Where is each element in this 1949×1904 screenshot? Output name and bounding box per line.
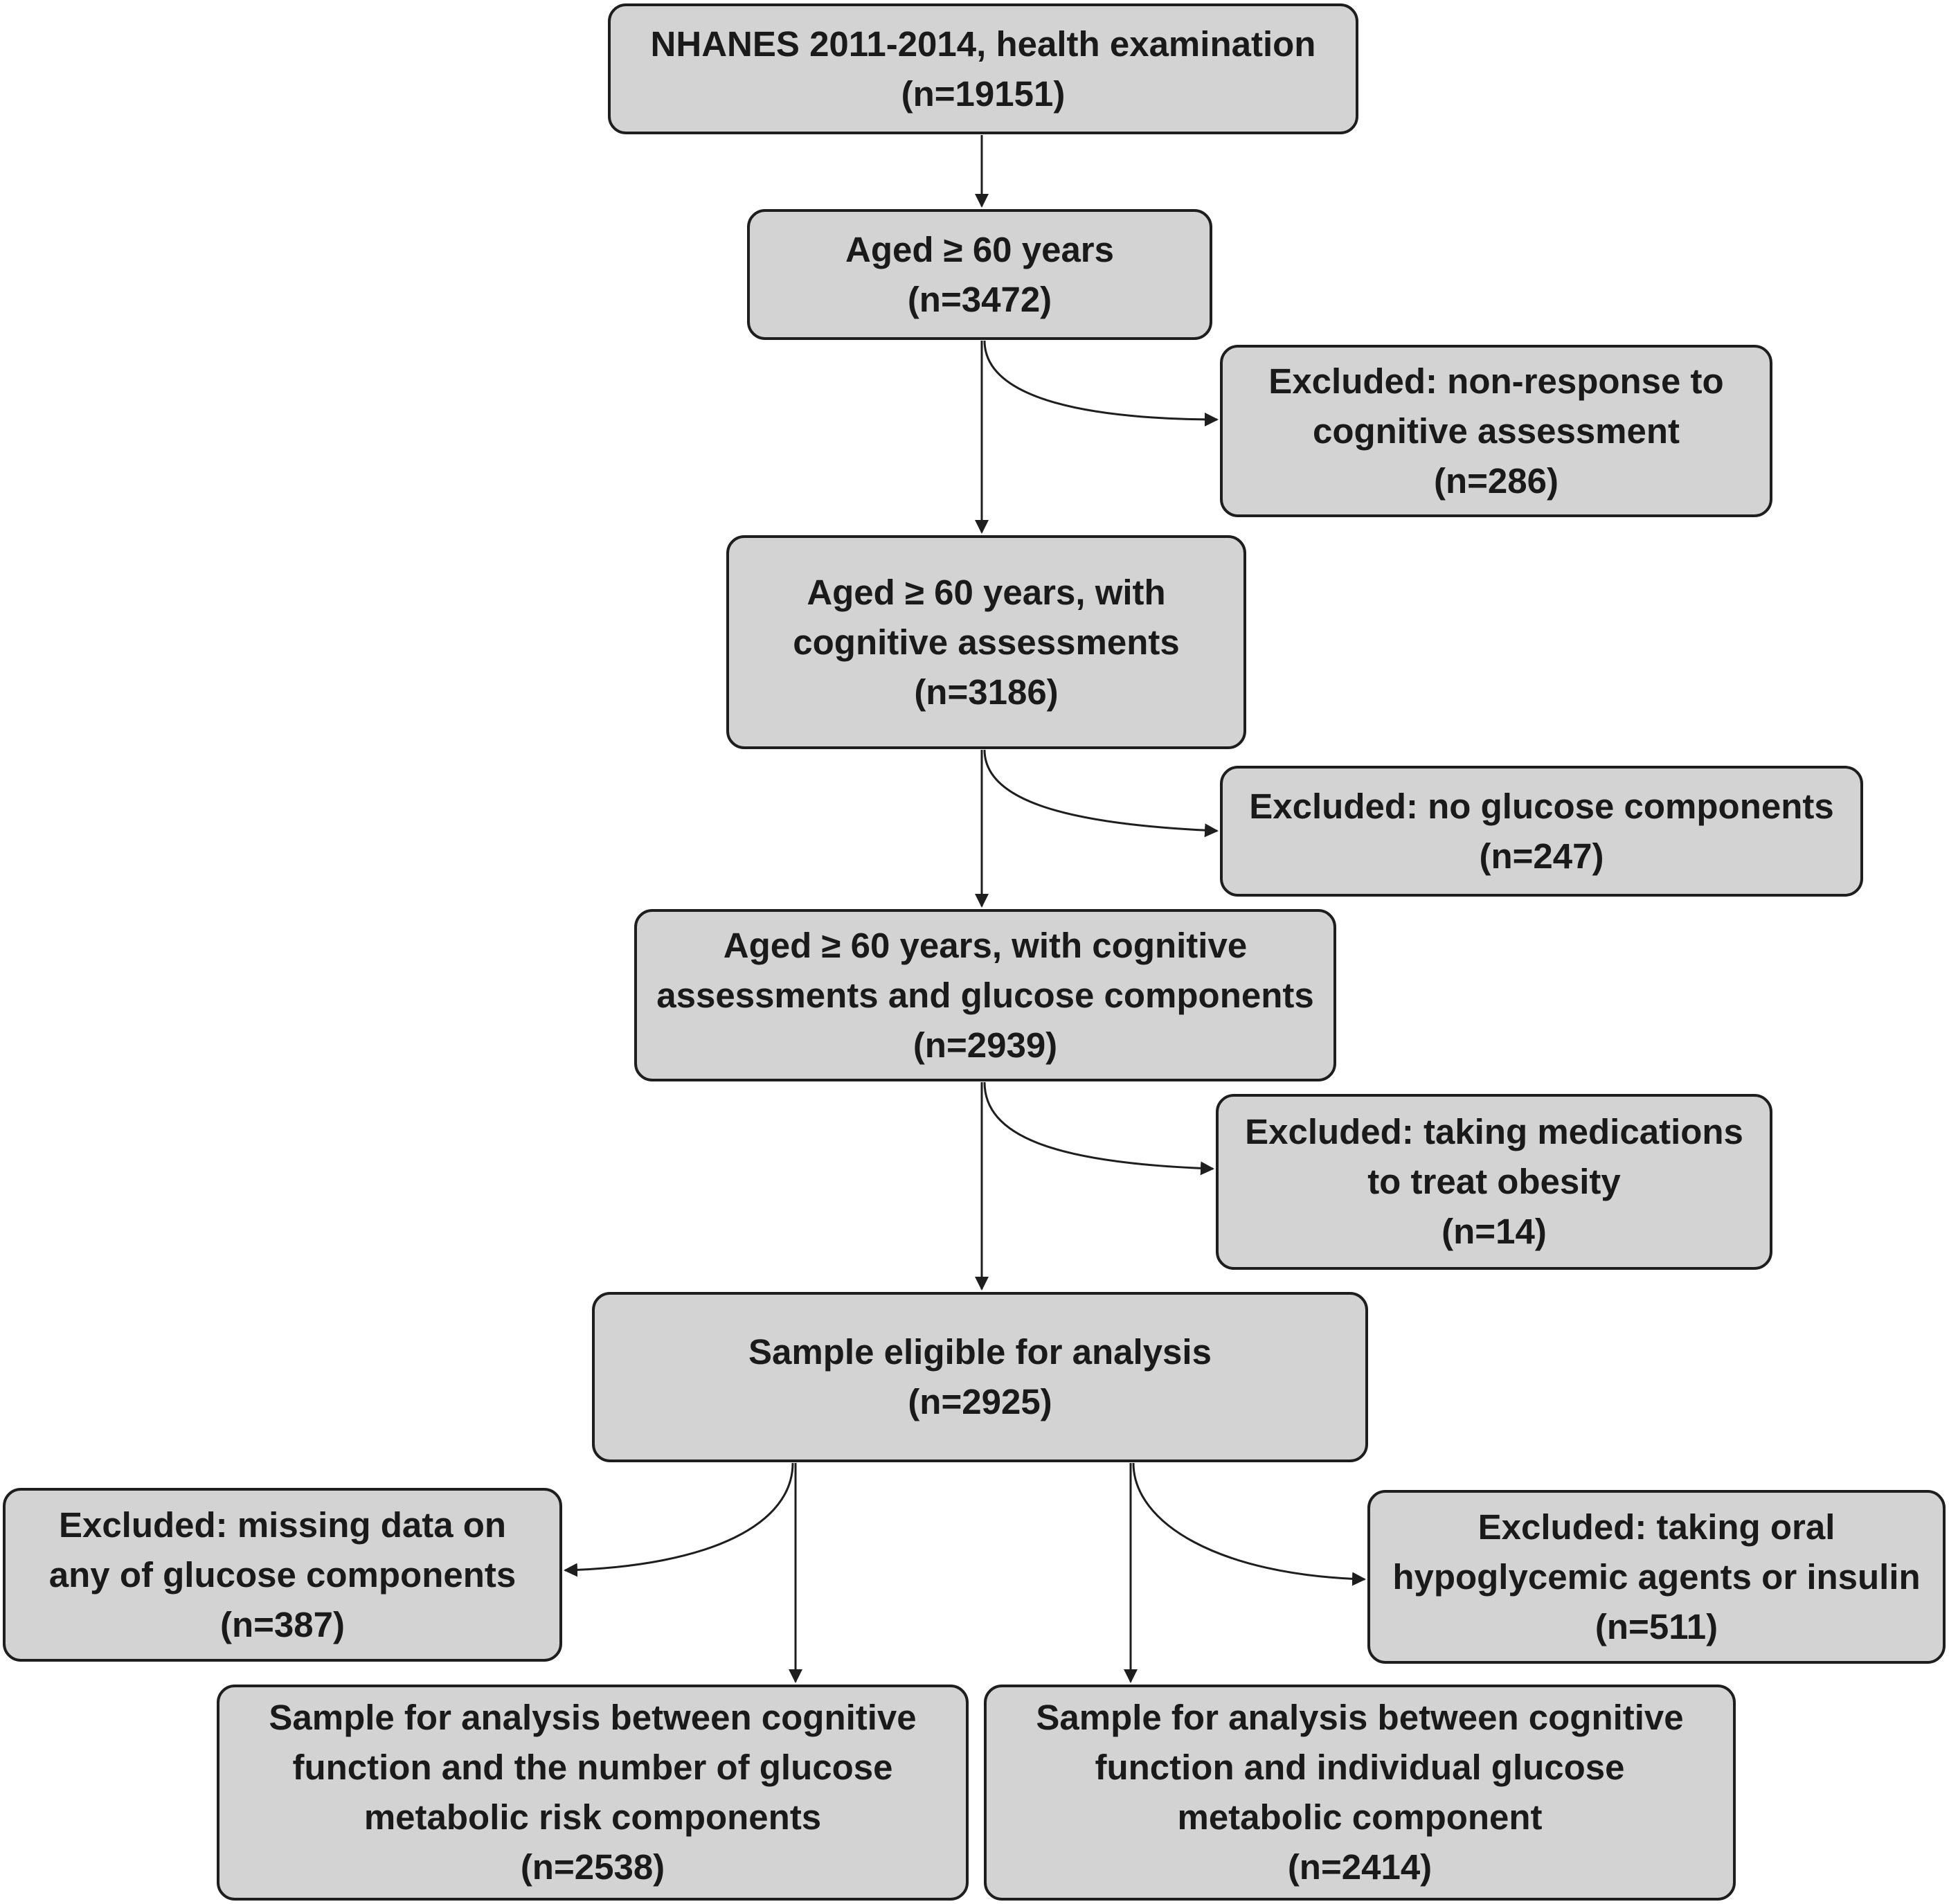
box-line: function and the number of glucose	[292, 1748, 893, 1787]
box-line: cognitive assessment	[1312, 411, 1680, 451]
eligible-sample-box: Sample eligible for analysis (n=2925)	[592, 1292, 1368, 1462]
arrow-to-excluded-nonresponse	[983, 340, 1219, 426]
box-line: metabolic component	[1177, 1797, 1543, 1837]
excluded-no-glucose-box: Excluded: no glucose components (n=247)	[1220, 766, 1863, 897]
box-line: any of glucose components	[48, 1554, 517, 1595]
box-count: (n=14)	[1441, 1212, 1547, 1251]
box-line: hypoglycemic agents or insulin	[1392, 1556, 1921, 1597]
box-line: Sample eligible for analysis	[748, 1332, 1212, 1372]
sample-individual-box: Sample for analysis between cognitive fu…	[984, 1685, 1736, 1901]
sample-risk-count-box: Sample for analysis between cognitive fu…	[217, 1685, 969, 1901]
box-count: (n=387)	[220, 1604, 345, 1644]
aged60-cognitive-box: Aged ≥ 60 years, with cognitive assessme…	[726, 535, 1246, 749]
excluded-hypoglycemic-box: Excluded: taking oral hypoglycemic agent…	[1367, 1490, 1946, 1664]
box-line: assessments and glucose components	[656, 975, 1314, 1015]
box-line: Aged ≥ 60 years, with	[807, 572, 1166, 612]
box-line: Sample for analysis between cognitive	[1036, 1698, 1684, 1737]
box-line: Aged ≥ 60 years, with cognitive	[723, 925, 1248, 965]
box-line: Aged ≥ 60 years	[845, 229, 1115, 269]
box-count: (n=2414)	[1287, 1847, 1432, 1887]
box-count: (n=2538)	[520, 1847, 665, 1887]
nhanes-box: NHANES 2011-2014, health examination (n=…	[608, 3, 1358, 134]
arrow-to-excluded-obesity-meds	[983, 1081, 1214, 1176]
box-line: Excluded: missing data on	[58, 1505, 507, 1545]
box-count: (n=2939)	[913, 1025, 1058, 1065]
box-line: Sample for analysis between cognitive	[269, 1698, 917, 1737]
box-count: (n=2925)	[908, 1382, 1052, 1421]
box-line: NHANES 2011-2014, health examination	[650, 24, 1316, 64]
box-count: (n=19151)	[901, 73, 1066, 114]
box-line: Excluded: taking oral	[1478, 1507, 1835, 1547]
arrow-eligible-to-excluded-missing	[564, 1462, 794, 1577]
box-line: Excluded: non-response to	[1268, 361, 1724, 401]
box-line: function and individual glucose	[1095, 1748, 1625, 1787]
box-count: (n=3186)	[914, 672, 1059, 712]
box-count: (n=247)	[1479, 836, 1604, 876]
box-line: to treat obesity	[1367, 1162, 1621, 1201]
excluded-nonresponse-box: Excluded: non-response to cognitive asse…	[1220, 345, 1772, 517]
box-line: Excluded: no glucose components	[1249, 786, 1834, 826]
arrow-to-excluded-no-glucose	[983, 749, 1219, 838]
box-line: Excluded: taking medications	[1245, 1112, 1743, 1151]
excluded-obesity-meds-box: Excluded: taking medications to treat ob…	[1216, 1094, 1772, 1270]
box-count: (n=3472)	[907, 279, 1052, 319]
box-line: metabolic risk components	[363, 1797, 822, 1837]
aged60-box: Aged ≥ 60 years (n=3472)	[747, 209, 1212, 340]
box-line: cognitive assessments	[793, 622, 1180, 662]
arrow-eligible-to-excluded-hypoglycemic	[1132, 1462, 1366, 1586]
excluded-missing-glucose-box: Excluded: missing data on any of glucose…	[3, 1488, 562, 1662]
box-count: (n=511)	[1595, 1606, 1718, 1646]
aged60-cognitive-glucose-box: Aged ≥ 60 years, with cognitive assessme…	[634, 909, 1336, 1081]
box-count: (n=286)	[1434, 460, 1559, 501]
